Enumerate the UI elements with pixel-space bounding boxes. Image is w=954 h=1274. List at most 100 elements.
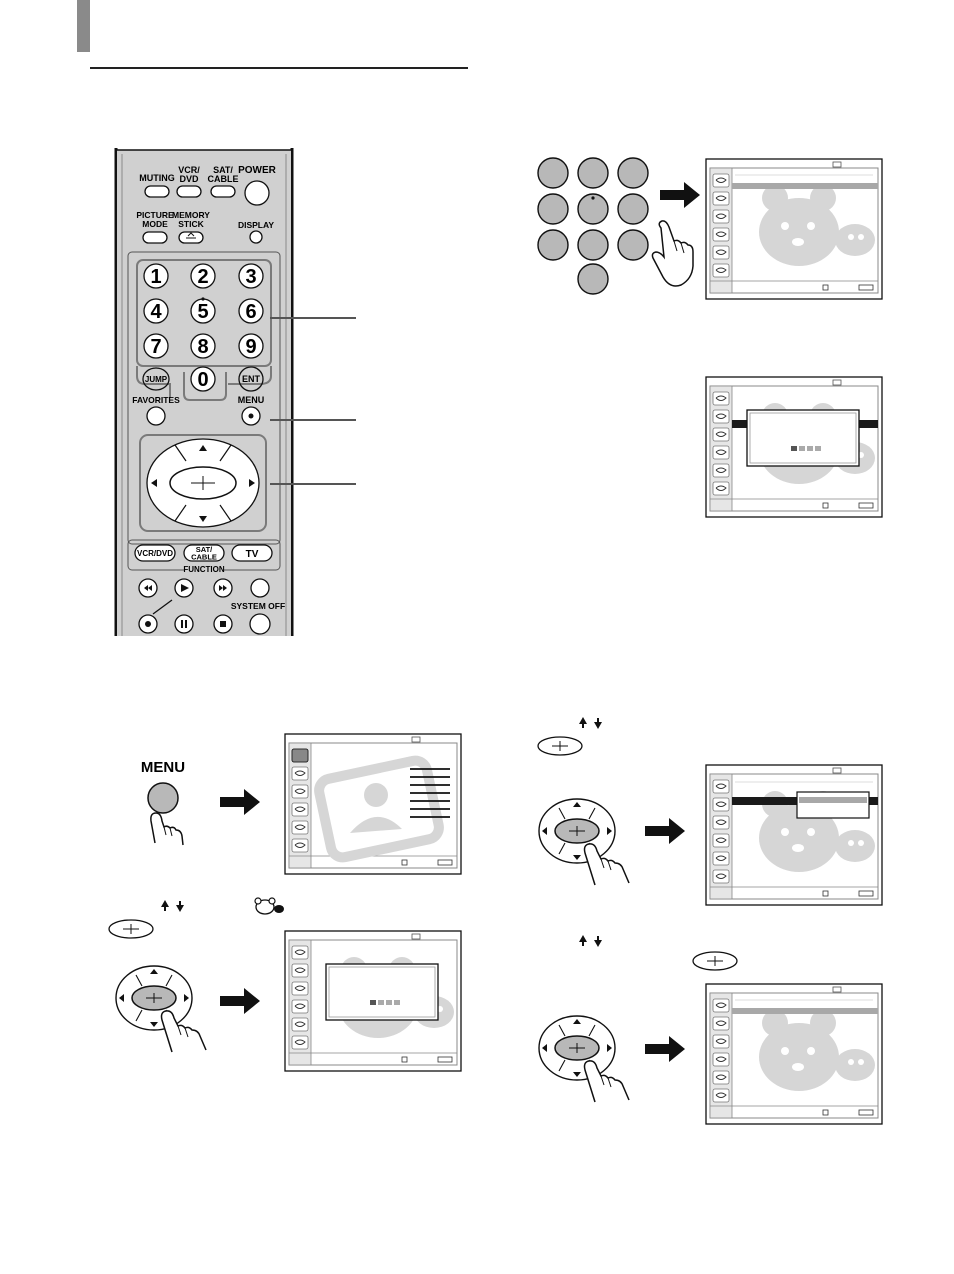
menu-illustration-label: MENU <box>141 759 185 776</box>
enter-button-icon-2 <box>537 736 583 756</box>
joystick-press-illustration-2 <box>538 798 630 886</box>
function-tv-label: TV <box>246 549 259 560</box>
flow-arrow-5 <box>645 1036 685 1062</box>
arrow-down-icon <box>573 1072 581 1077</box>
arrow-up-icon <box>150 969 158 974</box>
digit-label-6: 6 <box>245 301 256 323</box>
favorites-label: FAVORITES <box>132 395 180 405</box>
menu-label: MENU <box>238 395 265 405</box>
arrow-left-icon <box>119 994 124 1002</box>
numpad-key <box>537 229 569 261</box>
numpad-key <box>617 229 649 261</box>
arrow-up-icon <box>573 802 581 807</box>
digit-label-3: 3 <box>245 266 256 288</box>
digit-label-5: 5 <box>197 301 208 323</box>
arrow-right-icon <box>249 479 255 487</box>
step-arrows-icon-3 <box>579 935 602 947</box>
favorites-button[interactable] <box>146 406 166 426</box>
function-vcr-dvd-button[interactable] <box>134 544 176 562</box>
digit-button-4[interactable] <box>143 298 169 324</box>
numpad-key <box>617 193 649 225</box>
function-sat-cable-label: SAT/CABLE <box>191 545 217 562</box>
step-arrows-icon <box>161 900 184 912</box>
tv-screen-password-entry <box>284 930 462 1072</box>
power-button[interactable] <box>244 180 270 206</box>
arrow-down-icon <box>573 855 581 860</box>
sat-cable-label: SAT/CABLE <box>208 165 239 184</box>
numpad-key <box>537 193 569 225</box>
ent-button[interactable] <box>238 366 264 392</box>
flow-arrow-1 <box>660 182 700 208</box>
digit-button-1[interactable] <box>143 263 169 289</box>
digit-button-9[interactable] <box>238 333 264 359</box>
system-off-button[interactable] <box>249 613 271 635</box>
digit-button-6[interactable] <box>238 298 264 324</box>
jump-button[interactable] <box>142 367 170 391</box>
arrow-right-icon <box>607 827 612 835</box>
function-vcr-dvd-label: VCR/DVD <box>137 549 173 558</box>
ent-label: ENT <box>242 374 261 384</box>
pause-button[interactable] <box>174 614 194 634</box>
flow-arrow-4 <box>645 818 685 844</box>
callout-lines <box>270 317 356 485</box>
digit-label-2: 2 <box>197 266 208 288</box>
flow-arrow-2 <box>220 789 260 815</box>
extra-button[interactable] <box>250 578 270 598</box>
enter-button-icon-3 <box>692 951 738 971</box>
menu-button-illustration: MENU <box>141 759 185 846</box>
digit-label-8: 8 <box>197 336 208 358</box>
number-pad-illustration <box>537 157 694 295</box>
bear-menu-icon <box>254 897 284 915</box>
numpad-key <box>577 157 609 189</box>
arrow-left-icon <box>542 1044 547 1052</box>
digit-button-7[interactable] <box>143 333 169 359</box>
muting-label: MUTING <box>139 173 175 183</box>
sat-cable-button[interactable] <box>210 185 236 198</box>
header-rule <box>90 67 468 69</box>
joystick-press-illustration-3 <box>538 1015 630 1103</box>
picture-mode-button[interactable] <box>142 231 168 244</box>
digit-button-0[interactable] <box>190 366 216 392</box>
jump-label: JUMP <box>145 375 168 384</box>
arrow-up-icon <box>199 445 207 451</box>
system-off-label: SYSTEM OFF <box>231 601 285 611</box>
digit-label-0: 0 <box>197 369 208 391</box>
digit-label-7: 7 <box>150 336 161 358</box>
digit-label-4: 4 <box>150 301 162 323</box>
numpad-key <box>617 157 649 189</box>
function-tv-button[interactable] <box>231 544 273 562</box>
digit-label-9: 9 <box>245 336 256 358</box>
tv-screen-password-dialog <box>705 376 883 518</box>
power-label: POWER <box>238 165 277 176</box>
numpad-key <box>577 229 609 261</box>
enter-button-icon <box>108 919 154 939</box>
vcr-dvd-button[interactable] <box>176 185 202 198</box>
step-arrows-icon-2 <box>579 717 602 729</box>
muting-button[interactable] <box>144 185 170 198</box>
function-label: FUNCTION <box>183 565 225 574</box>
tv-screen-channel-list <box>705 158 883 300</box>
tv-screen-submenu <box>705 764 883 906</box>
digit-button-8[interactable] <box>190 333 216 359</box>
vcr-dvd-label: VCR/DVD <box>178 165 200 184</box>
function-sat-cable-button[interactable] <box>183 544 225 562</box>
digit-button-3[interactable] <box>238 263 264 289</box>
arrow-down-icon <box>150 1022 158 1027</box>
corner-tab <box>77 0 90 52</box>
arrow-right-icon <box>607 1044 612 1052</box>
display-button[interactable] <box>249 230 263 244</box>
arrow-left-icon <box>151 479 157 487</box>
numpad-key <box>577 263 609 295</box>
arrow-up-icon <box>573 1019 581 1024</box>
joystick-press-illustration-1 <box>115 965 207 1053</box>
digit-button-2[interactable] <box>190 263 216 289</box>
arrow-right-icon <box>184 994 189 1002</box>
tv-screen-picture-menu <box>284 733 462 875</box>
digit-label-1: 1 <box>150 266 161 288</box>
display-label: DISPLAY <box>238 220 274 230</box>
numpad-key <box>577 193 609 225</box>
arrow-left-icon <box>542 827 547 835</box>
